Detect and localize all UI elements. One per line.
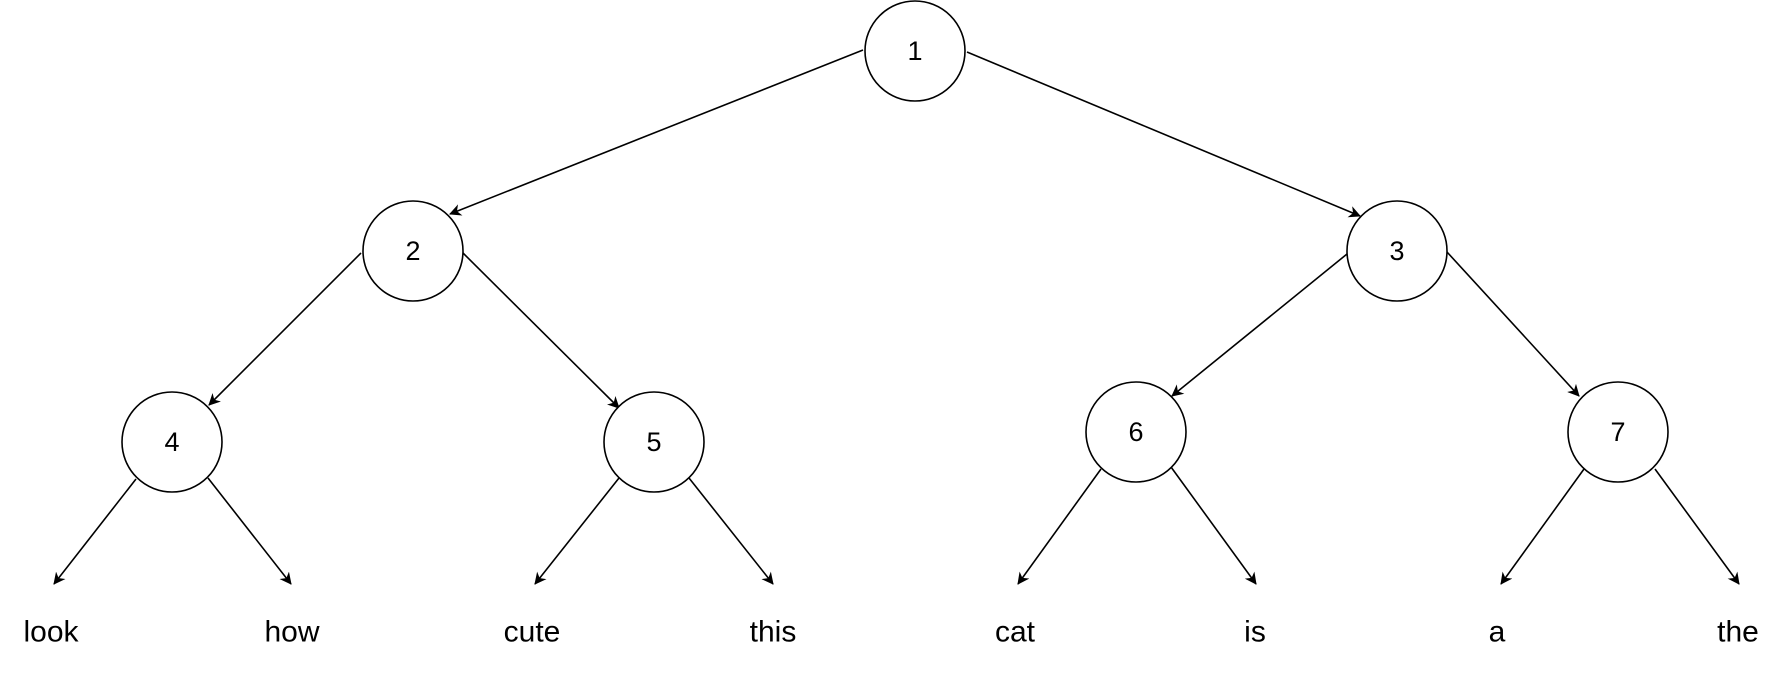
edge-5-cute [534,477,620,585]
edge-6-is [1170,466,1257,585]
node-label: 6 [1128,417,1143,447]
edge-2-5 [462,252,620,409]
node-circle [1567,381,1669,483]
tree-node-7: 7 [1567,381,1669,483]
node-circle [362,200,464,302]
node-label: 2 [405,236,420,266]
edge-6-cat [1017,468,1102,585]
node-circle [1085,381,1187,483]
edge-5-this [688,477,774,585]
edge-1-3 [966,51,1361,218]
node-layer: 1 2 3 4 5 6 7 [121,0,1669,493]
tree-node-2: 2 [362,200,464,302]
edge-7-a [1500,468,1585,585]
tree-node-6: 6 [1085,381,1187,483]
node-label: 5 [646,427,661,457]
leaf-layer: look how cute this cat is a the [23,616,1758,649]
edge-2-4 [208,252,362,406]
edge-1-2 [449,49,864,216]
edge-3-7 [1446,251,1580,397]
leaf-word-this: this [750,616,797,649]
leaf-word-cute: cute [504,616,561,649]
node-label: 3 [1389,236,1404,266]
leaf-word-a: a [1489,616,1506,649]
edge-4-look [53,478,137,585]
leaf-word-the: the [1717,616,1759,649]
edge-4-how [207,477,292,585]
node-circle [1346,200,1448,302]
leaf-word-is: is [1244,616,1266,649]
tree-node-4: 4 [121,391,223,493]
tree-node-1: 1 [864,0,966,102]
tree-node-3: 3 [1346,200,1448,302]
edge-3-6 [1171,253,1348,397]
node-circle [603,391,705,493]
tree-node-5: 5 [603,391,705,493]
node-label: 7 [1610,417,1625,447]
leaf-word-look: look [23,616,79,649]
node-circle [864,0,966,102]
edge-7-the [1654,468,1740,585]
edge-layer [53,49,1740,585]
leaf-word-how: how [264,616,319,649]
node-label: 1 [907,36,922,66]
node-circle [121,391,223,493]
node-label: 4 [164,427,179,457]
leaf-word-cat: cat [995,616,1036,649]
